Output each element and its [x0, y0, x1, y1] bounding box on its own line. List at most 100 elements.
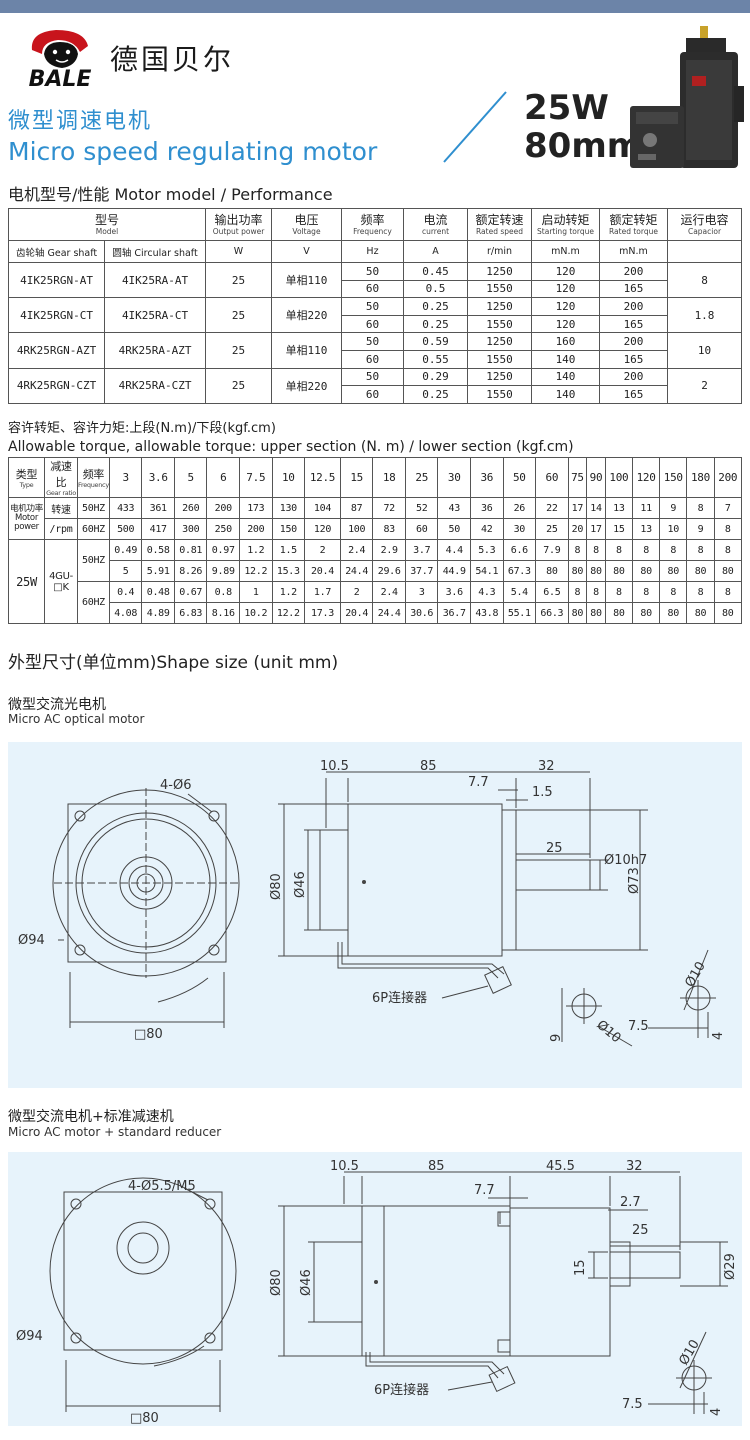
table-cell: 7.9 — [535, 539, 569, 561]
table-cell: 0.8 — [206, 581, 241, 603]
dim-label: 7.7 — [474, 1183, 495, 1198]
ratio-header-cell: 18 — [372, 457, 406, 498]
table-cell: 417 — [141, 518, 175, 540]
table-cell: 80 — [535, 560, 569, 582]
dim-label: 10.5 — [330, 1159, 359, 1174]
table-cell: 8 — [567, 581, 588, 603]
ratio-header-cell: 12.5 — [304, 457, 341, 498]
dim-label: Ø10 — [676, 1337, 702, 1368]
reducer-motor-svg: 4-Ø5.5/M5 Ø94 □80 10.5 85 45.5 32 7.7 2.… — [16, 1159, 738, 1426]
table-cell: 260 — [173, 497, 208, 519]
table-cell: 8 — [686, 581, 715, 603]
table-cell: 80 — [659, 602, 688, 624]
dim-label: 32 — [538, 759, 555, 774]
table-cell: 2 — [339, 581, 374, 603]
table-cell: 6.83 — [173, 602, 208, 624]
dim-label: 15 — [573, 1259, 588, 1276]
torque-title-en: Allowable torque, allowable torque: uppe… — [8, 439, 574, 455]
table-cell: 6.6 — [502, 539, 537, 561]
table-cell: 5.4 — [502, 581, 537, 603]
table-cell: 52 — [404, 497, 439, 519]
ratio-header-cell: 3.6 — [141, 457, 175, 498]
table-cell: 0.49 — [108, 539, 143, 561]
dim-label: Ø80 — [269, 1269, 284, 1296]
table-cell: 80 — [604, 560, 633, 582]
table-cell: 44.9 — [437, 560, 472, 582]
table-cell: 2 — [304, 539, 341, 561]
torque-section-title: 容许转矩、容许力矩:上段(N.m)/下段(kgf.cm) Allowable t… — [8, 420, 574, 456]
table-cell: 67.3 — [502, 560, 537, 582]
table-cell: 36.7 — [437, 602, 472, 624]
table-cell: 80 — [686, 602, 715, 624]
dim-label: 4 — [709, 1408, 724, 1416]
table-cell: 24.4 — [339, 560, 374, 582]
table-cell: 17 — [586, 518, 606, 540]
table-cell: 500 — [108, 518, 143, 540]
dim-label: Ø10h7 — [604, 853, 647, 868]
table-cell: 3.7 — [404, 539, 439, 561]
table-cell: 80 — [659, 560, 688, 582]
dim-label: 4-Ø5.5/M5 — [128, 1179, 196, 1194]
table-cell: 130 — [271, 497, 306, 519]
table-cell: 0.67 — [173, 581, 208, 603]
table-cell: 80 — [567, 560, 588, 582]
bale-logo: BALE — [29, 30, 91, 90]
dim-label: 10.5 — [320, 759, 349, 774]
dim-label: Ø10 — [593, 1018, 623, 1047]
dim-label: Ø46 — [293, 871, 308, 898]
ratio-header-cell: 5 — [173, 457, 208, 498]
ratio-header-cell: 150 — [659, 457, 688, 498]
dim-label: □80 — [134, 1027, 163, 1042]
table-cell: 13 — [604, 497, 633, 519]
product-image — [630, 26, 744, 168]
table-cell: 15 — [604, 518, 633, 540]
ratio-header-cell: 3 — [108, 457, 143, 498]
table-cell: 200 — [239, 518, 273, 540]
table-cell: 25 — [535, 518, 569, 540]
dim-label: 85 — [428, 1159, 445, 1174]
dim-label: 25 — [546, 841, 563, 856]
spec-power: 25W — [524, 88, 609, 128]
table-cell: 8 — [713, 539, 743, 561]
table-cell: 80 — [604, 602, 633, 624]
table-cell: 5.91 — [141, 560, 175, 582]
table-cell: 80 — [631, 560, 661, 582]
table-cell: 60 — [404, 518, 439, 540]
table-cell: 43.8 — [470, 602, 504, 624]
table-cell: 9.89 — [206, 560, 241, 582]
ratio-header-cell: 60 — [535, 457, 569, 498]
dim-label: 7.5 — [622, 1397, 643, 1412]
connector-label: 6P连接器 — [374, 1382, 429, 1398]
shape-section-title: 外型尺寸(单位mm)Shape size (unit mm) — [8, 653, 339, 673]
table-cell: 8.26 — [173, 560, 208, 582]
table-cell: 4.4 — [437, 539, 472, 561]
table-cell: 29.6 — [372, 560, 406, 582]
table-cell: 8 — [686, 539, 715, 561]
table-cell: 300 — [173, 518, 208, 540]
table-row: 60 0.25 1550 140 165 — [9, 385, 742, 404]
optical-motor-drawing: 4-Ø6 Ø94 □80 10.5 85 7.7 32 1.5 25 Ø10h7… — [8, 742, 742, 1088]
ratio-header-cell: 15 — [339, 457, 374, 498]
dim-label: 4-Ø6 — [160, 778, 191, 793]
dim-label: 7.7 — [468, 775, 489, 790]
table-cell: 36 — [470, 497, 504, 519]
ratio-header-cell: 200 — [713, 457, 743, 498]
dim-label: Ø80 — [269, 873, 284, 900]
table-cell: 8 — [604, 581, 633, 603]
table-cell: 4.08 — [108, 602, 143, 624]
table-cell: 10 — [659, 518, 688, 540]
table-row: 4IK25RGN-AT 4IK25RA-AT 25 单相110 50 0.45 … — [7, 261, 742, 299]
table-cell: 15.3 — [271, 560, 306, 582]
table-cell: 8 — [686, 497, 715, 519]
